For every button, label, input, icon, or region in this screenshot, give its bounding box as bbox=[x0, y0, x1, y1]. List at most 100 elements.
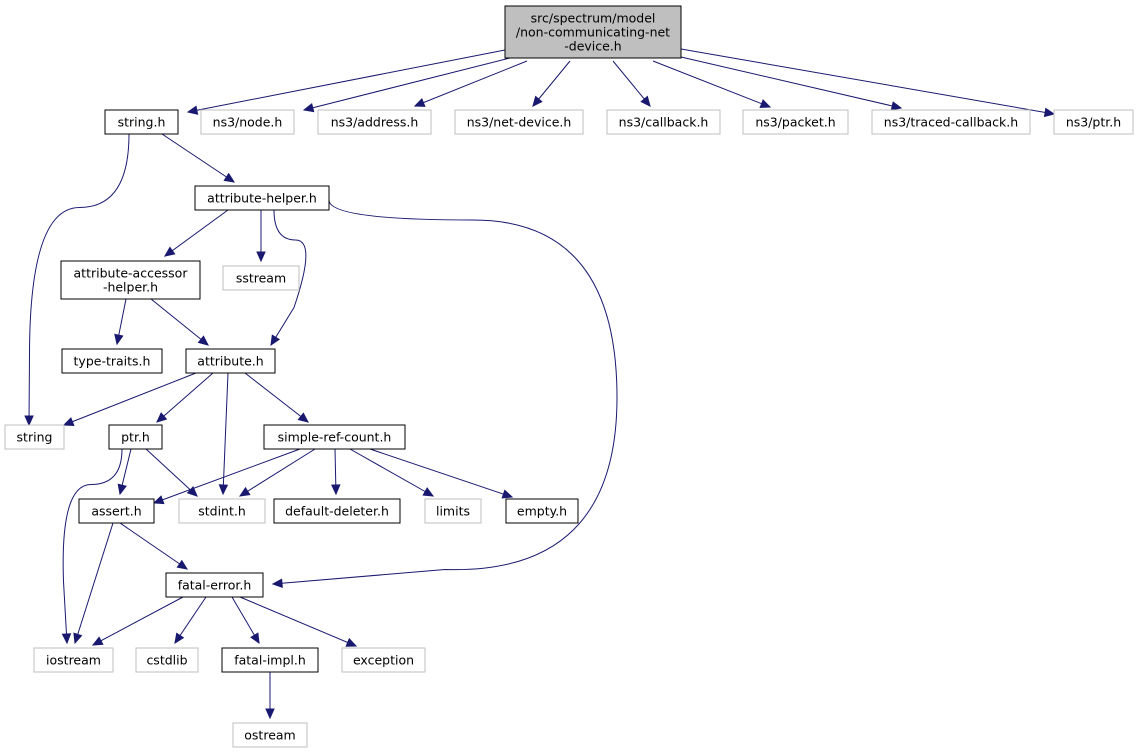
node-label: iostream bbox=[46, 653, 101, 668]
node-default-deleter-h[interactable]: default-deleter.h bbox=[273, 498, 401, 524]
node-box bbox=[222, 265, 300, 291]
node-label: ns3/packet.h bbox=[755, 115, 835, 130]
edge-root-to-ns3_traced_callback_h bbox=[680, 56, 903, 111]
edge-assert_h-to-fatal_error_h bbox=[119, 522, 189, 570]
node-box[interactable] bbox=[505, 498, 579, 524]
arrowhead bbox=[174, 632, 185, 645]
node-label: attribute-helper.h bbox=[207, 191, 317, 206]
node-ns3-packet-h: ns3/packet.h bbox=[742, 109, 849, 135]
arrowhead bbox=[152, 495, 165, 505]
node-fatal-error-h[interactable]: fatal-error.h bbox=[165, 572, 264, 598]
node-attribute-helper-h[interactable]: attribute-helper.h bbox=[194, 185, 330, 211]
node-ostream: ostream bbox=[232, 722, 308, 748]
node-fatal-impl-h[interactable]: fatal-impl.h bbox=[221, 647, 319, 673]
node-type-traits-h[interactable]: type-traits.h bbox=[61, 348, 163, 374]
arrowhead bbox=[238, 486, 251, 497]
node-label: simple-ref-count.h bbox=[278, 430, 392, 445]
node-label: empty.h bbox=[517, 504, 567, 519]
node-label: limits bbox=[436, 504, 470, 519]
edge-line bbox=[349, 448, 434, 497]
node-ns3-callback-h: ns3/callback.h bbox=[606, 109, 721, 135]
edge-line bbox=[239, 596, 357, 647]
node-box[interactable] bbox=[108, 424, 163, 450]
edge-attribute_h-to-ptr_h bbox=[156, 372, 214, 423]
node-label: ns3/callback.h bbox=[619, 115, 709, 130]
edge-root-to-ns3_node_h bbox=[302, 57, 511, 113]
node-box bbox=[424, 498, 482, 524]
edge-fatal_error_h-to-fatal_impl_h bbox=[231, 596, 260, 645]
edge-simple_ref_count_h-to-stdint_h bbox=[238, 448, 316, 497]
node-box bbox=[742, 109, 849, 135]
node-label: ns3/node.h bbox=[213, 115, 283, 130]
node-iostream: iostream bbox=[33, 647, 114, 673]
node-cstdlib: cstdlib bbox=[135, 647, 199, 673]
node-box[interactable] bbox=[263, 424, 406, 450]
node-label: ns3/net-device.h bbox=[467, 115, 572, 130]
arrowhead bbox=[759, 99, 772, 108]
node-label: ns3/address.h bbox=[331, 115, 419, 130]
edge-string_h-to-string bbox=[24, 133, 130, 427]
node-box[interactable] bbox=[221, 647, 319, 673]
node-box bbox=[200, 109, 295, 135]
edge-fatal_impl_h-to-ostream bbox=[265, 672, 275, 720]
node-box[interactable] bbox=[61, 348, 163, 374]
arrowhead bbox=[331, 484, 341, 496]
edge-root-to-ns3_ptr_h bbox=[680, 48, 1056, 118]
arrowhead bbox=[413, 98, 426, 107]
node-attribute-accessor-helper-h[interactable]: attribute-accessor-helper.h bbox=[60, 260, 201, 300]
arrowhead bbox=[302, 103, 315, 113]
arrowhead bbox=[156, 412, 168, 423]
arrowhead bbox=[501, 489, 514, 499]
node-empty-h[interactable]: empty.h bbox=[505, 498, 579, 524]
arrowhead bbox=[640, 95, 651, 107]
edge-root-to-ns3_callback_h bbox=[612, 60, 651, 107]
edge-line bbox=[303, 57, 511, 111]
arrowhead bbox=[297, 412, 309, 423]
edge-attribute_helper_h-to-attribute_accessor_helper_h bbox=[164, 209, 229, 257]
node-ns3-address-h: ns3/address.h bbox=[317, 109, 432, 135]
node-box[interactable] bbox=[185, 348, 276, 374]
edge-string_h-to-attribute_helper_h bbox=[161, 133, 236, 183]
arrowhead bbox=[265, 708, 275, 720]
node-simple-ref-count-h[interactable]: simple-ref-count.h bbox=[263, 424, 406, 450]
edge-root-to-ns3_net_device_h bbox=[532, 60, 571, 107]
node-box[interactable] bbox=[504, 5, 682, 59]
edge-attribute_helper_h-to-attribute_h bbox=[270, 209, 307, 347]
node-string-h[interactable]: string.h bbox=[104, 109, 179, 135]
node-box bbox=[4, 424, 65, 450]
node-stdint-h: stdint.h bbox=[178, 498, 266, 524]
node-box[interactable] bbox=[273, 498, 401, 524]
node-ns3-net-device-h: ns3/net-device.h bbox=[454, 109, 584, 135]
node-box[interactable] bbox=[165, 572, 264, 598]
node-box bbox=[454, 109, 584, 135]
node-box[interactable] bbox=[194, 185, 330, 211]
node-box[interactable] bbox=[104, 109, 179, 135]
node-root[interactable]: src/spectrum/model/non-communicating-net… bbox=[504, 5, 682, 59]
node-ns3-traced-callback-h: ns3/traced-callback.h bbox=[871, 109, 1031, 135]
edge-line bbox=[272, 199, 618, 585]
node-label: src/spectrum/model bbox=[531, 11, 656, 26]
node-box bbox=[341, 647, 426, 673]
node-box[interactable] bbox=[78, 498, 155, 524]
node-label: sstream bbox=[236, 271, 286, 286]
arrowhead bbox=[197, 335, 209, 346]
edge-line bbox=[244, 372, 309, 423]
edge-line bbox=[63, 372, 197, 426]
node-exception: exception bbox=[341, 647, 426, 673]
node-attribute-h[interactable]: attribute.h bbox=[185, 348, 276, 374]
edge-line bbox=[222, 372, 229, 495]
node-assert-h[interactable]: assert.h bbox=[78, 498, 155, 524]
edge-line bbox=[680, 56, 902, 109]
node-box bbox=[1053, 109, 1134, 135]
edge-attribute_accessor_helper_h-to-type_traits_h bbox=[114, 298, 127, 346]
arrowhead bbox=[164, 246, 176, 257]
edge-line bbox=[187, 49, 506, 113]
arrowhead bbox=[223, 172, 236, 183]
edge-line bbox=[150, 298, 209, 346]
node-ptr-h[interactable]: ptr.h bbox=[108, 424, 163, 450]
node-label: ns3/ptr.h bbox=[1066, 115, 1121, 130]
edge-line bbox=[680, 48, 1055, 115]
node-box[interactable] bbox=[60, 260, 201, 300]
graph-nodes: src/spectrum/model/non-communicating-net… bbox=[4, 5, 1134, 748]
node-label: cstdlib bbox=[146, 653, 187, 668]
